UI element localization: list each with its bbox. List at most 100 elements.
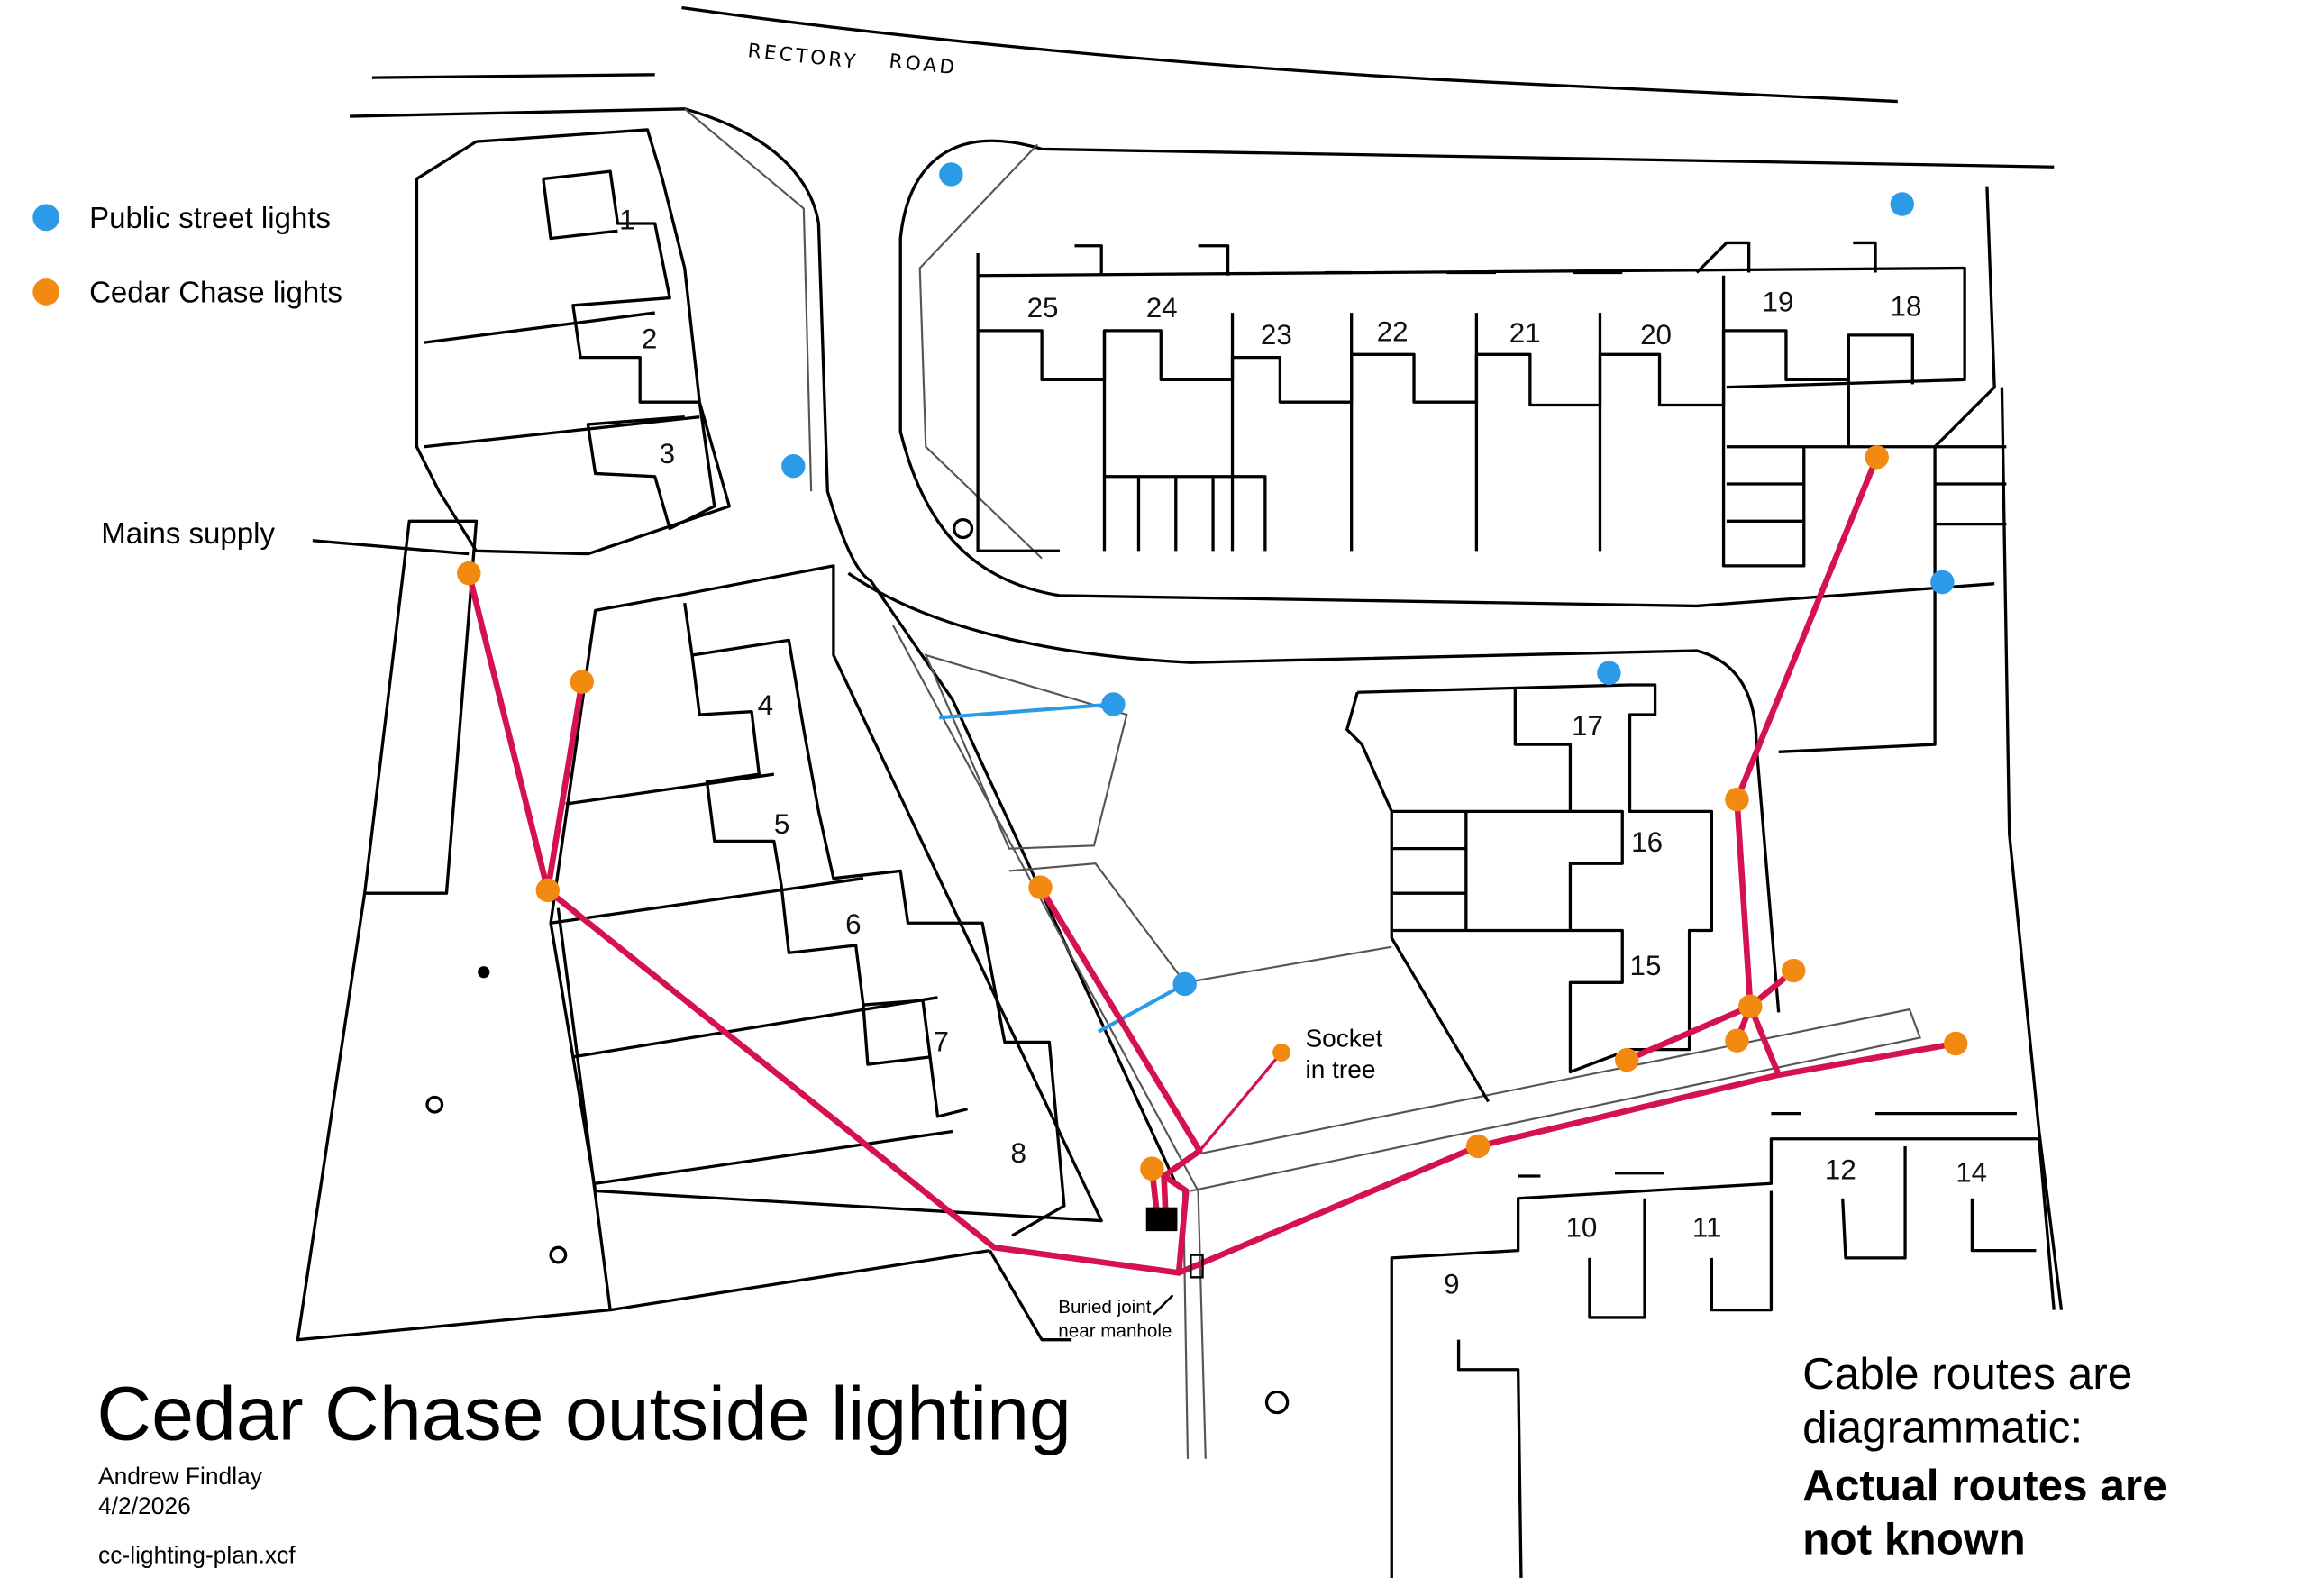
public-light-icon (939, 162, 963, 187)
house-number: 25 (1027, 292, 1059, 324)
house-number: 18 (1891, 290, 1922, 322)
public-light-icon (1890, 192, 1914, 216)
public-light-legend-icon (32, 204, 60, 232)
socket-cable (1198, 1051, 1283, 1152)
road-label: RECTORY (746, 40, 859, 74)
public-street-lights (781, 162, 1955, 997)
road-outline (892, 625, 1207, 1459)
house-number: 24 (1146, 292, 1178, 324)
disclaimer-text: diagrammatic: (1802, 1403, 2083, 1453)
house-number: 21 (1509, 317, 1541, 349)
public-light-feed (1097, 982, 1186, 1034)
road-outline (898, 139, 2055, 608)
joint-pointer (1153, 1294, 1174, 1316)
cedar-light-icon (570, 670, 594, 694)
socket-label: in tree (1305, 1055, 1375, 1083)
road-outline (847, 571, 1781, 1013)
house-number: 12 (1825, 1154, 1856, 1185)
cedar-light-icon (1615, 1047, 1639, 1072)
cedar-light-icon (1865, 445, 1889, 470)
cedar-light-icon (1465, 1134, 1491, 1159)
house-blocks (976, 241, 2007, 568)
house-number: 20 (1640, 319, 1672, 351)
rectory-road-edge (371, 73, 655, 79)
house-number: 10 (1565, 1212, 1597, 1244)
public-light-icon (1597, 661, 1621, 685)
cable-route (1175, 1040, 1959, 1276)
house-number: 4 (758, 689, 773, 721)
house-number: 14 (1956, 1157, 1987, 1189)
author: Andrew Findlay (98, 1463, 263, 1490)
cedar-chase-lights (457, 445, 1968, 1181)
road-outline (684, 107, 813, 492)
cable-routes (312, 453, 1959, 1316)
joint-label: Buried joint (1058, 1297, 1151, 1318)
house-number: 2 (642, 324, 657, 355)
cedar-light-icon (1725, 1028, 1749, 1053)
plot-boundary (415, 128, 731, 556)
plot-boundary (550, 772, 990, 1312)
disclaimer-bold: Actual routes are (1802, 1461, 2167, 1510)
cedar-light-icon (1944, 1031, 1968, 1056)
cedar-light-icon (1028, 875, 1053, 899)
plot-boundary (988, 1249, 1072, 1342)
mains-pointer (312, 539, 470, 556)
cedar-light-icon (457, 561, 481, 586)
house-blocks (542, 169, 1066, 1237)
plot-boundary (424, 311, 700, 449)
road-outline (2000, 387, 2064, 1310)
house-number: 7 (934, 1026, 949, 1057)
manhole (1190, 1254, 1204, 1279)
cedar-light-icon (1725, 787, 1749, 812)
cedar-light-icon (1738, 994, 1763, 1018)
plot-boundary (549, 564, 1103, 1223)
house-numbers: 1 2 3 4 5 6 7 8 9 10 11 12 14 15 16 17 1… (619, 205, 1987, 1300)
socket-icon (1272, 1044, 1290, 1062)
public-light-icon (1101, 692, 1126, 716)
house-number: 6 (845, 908, 861, 940)
house-number: 19 (1763, 286, 1794, 317)
house-number: 3 (660, 438, 675, 470)
public-light-icon (781, 453, 806, 479)
legend-cedar-label: Cedar Chase lights (89, 276, 342, 309)
tree-icon (425, 517, 1290, 1415)
public-light-icon (1172, 971, 1197, 997)
page-title: Cedar Chase outside lighting (96, 1371, 1071, 1455)
road-outline (1778, 186, 1996, 753)
house-blocks (1390, 1111, 2056, 1578)
public-light-feed (939, 702, 1114, 720)
house-number: 16 (1631, 826, 1663, 858)
disclaimer-text: Cable routes are (1802, 1349, 2132, 1399)
house-number: 9 (1444, 1268, 1459, 1300)
cable-route (544, 884, 1203, 1276)
house-number: 1 (619, 205, 634, 236)
cedar-light-icon (535, 878, 561, 903)
date: 4/2/2026 (98, 1492, 191, 1519)
house-number: 5 (774, 808, 789, 840)
road-outline (924, 653, 1128, 850)
legend-public-label: Public street lights (89, 201, 331, 234)
legend: Public street lights Cedar Chase lights (32, 201, 342, 309)
feeder-box (1145, 1207, 1178, 1232)
road-outline (1008, 862, 1392, 984)
cedar-light-icon (1140, 1156, 1164, 1181)
road-outline (1190, 1008, 1922, 1192)
house-number: 23 (1261, 319, 1292, 351)
plot-boundary (362, 519, 479, 895)
house-number: 8 (1010, 1137, 1026, 1169)
mains-supply-label: Mains supply (101, 516, 275, 550)
cedar-light-legend-icon (32, 278, 60, 306)
cable-route (1734, 453, 1880, 1079)
plot-boundary (296, 892, 612, 1342)
road-outline (350, 107, 1178, 1184)
disclaimer-bold: not known (1802, 1515, 2026, 1564)
rectory-road-edge (681, 5, 1898, 104)
road-outline (918, 143, 1043, 560)
house-number: 17 (1572, 710, 1603, 742)
joint-label: near manhole (1058, 1320, 1172, 1341)
filename: cc-lighting-plan.xcf (98, 1541, 296, 1568)
house-number: 11 (1692, 1212, 1722, 1244)
public-light-icon (1930, 570, 1955, 595)
cable-route (465, 570, 586, 894)
